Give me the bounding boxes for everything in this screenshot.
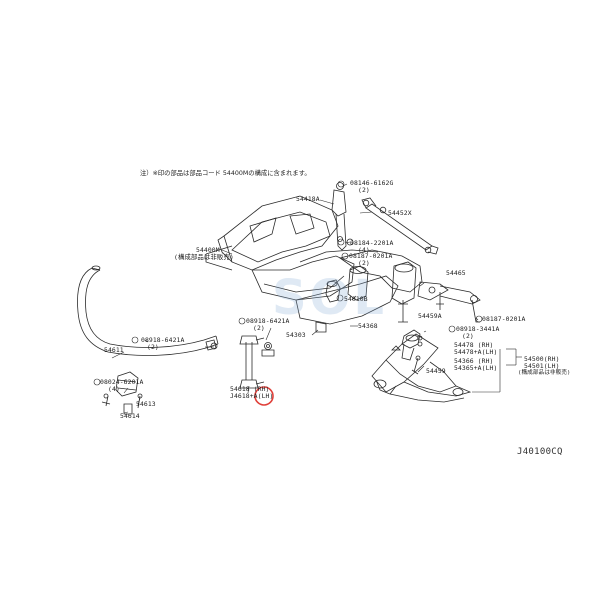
label-54611: 54611: [104, 346, 124, 354]
label-54500-rh: 54500(RH): [524, 355, 560, 363]
label-54366-rh: 54366 (RH): [454, 357, 494, 365]
label-08918-6421a-left-qty: (2): [147, 343, 159, 351]
label-54452x: 54452X: [388, 209, 412, 217]
label-08918-6421a-upper: 08918-6421A: [246, 317, 290, 325]
label-08187-0201a-right: 08187-0201A: [482, 315, 526, 323]
label-54368: 54368: [358, 322, 378, 330]
callout-markers: [93, 180, 483, 386]
label-54400m: 54400M: [196, 246, 220, 254]
lower-arm-drawing: [371, 329, 472, 403]
figure-id: J40100CQ: [517, 447, 563, 457]
label-54613: 54613: [136, 400, 156, 408]
diagram-note: 注）※印の部品は部品コード 54400Mの構成に含まれます。: [140, 170, 311, 177]
leader-lines: [111, 183, 524, 414]
label-08184-2201a: 08184-2201A: [350, 239, 394, 247]
label-54478-rh: 54478 (RH): [454, 341, 494, 349]
label-54365-lh: 54365+A(LH): [454, 364, 498, 372]
highlight-ring: [254, 386, 274, 406]
subframe-drawing: [205, 182, 481, 333]
label-08918-6421a-upper-qty: (2): [253, 324, 265, 332]
label-08918-3441a: 08918-3441A: [456, 325, 500, 333]
label-54010b: 54010B: [344, 295, 368, 303]
label-08184-2201a-qty: (4): [358, 246, 370, 254]
label-54478-lh: 54478+A(LH): [454, 348, 498, 356]
label-54400m-note: (構成部品は非販売): [174, 253, 234, 261]
label-08187-0201a-upper: 08187-0201A: [349, 252, 393, 260]
label-08146-6162g: 08146-6162G: [350, 179, 394, 187]
label-54303: 54303: [286, 331, 306, 339]
label-54459a: 54459A: [418, 312, 442, 320]
label-54501-lh: 54501(LH): [524, 362, 560, 370]
label-54618-rh: 54618 (RH): [230, 385, 270, 393]
label-08024-6201a-qty: (4): [108, 385, 120, 393]
label-54614: 54614: [120, 412, 140, 420]
label-08918-3441a-qty: (2): [462, 332, 474, 340]
label-54618-lh: J4618+A(LH): [230, 392, 274, 400]
label-54501-note: (構成部品は非販売): [518, 370, 571, 376]
label-54465: 54465: [446, 269, 466, 277]
stabilizer-bar-drawing: [77, 265, 219, 415]
stabilizer-link-drawing: [205, 335, 275, 389]
label-54459: 54459: [426, 367, 446, 375]
label-08146-6162g-qty: (2): [358, 186, 370, 194]
label-08918-6421a-left: 08918-6421A: [141, 336, 185, 344]
label-08024-6201a: 08024-6201A: [100, 378, 144, 386]
label-08187-0201a-upper-qty: (2): [358, 259, 370, 267]
label-54418a: 54418A: [296, 195, 320, 203]
